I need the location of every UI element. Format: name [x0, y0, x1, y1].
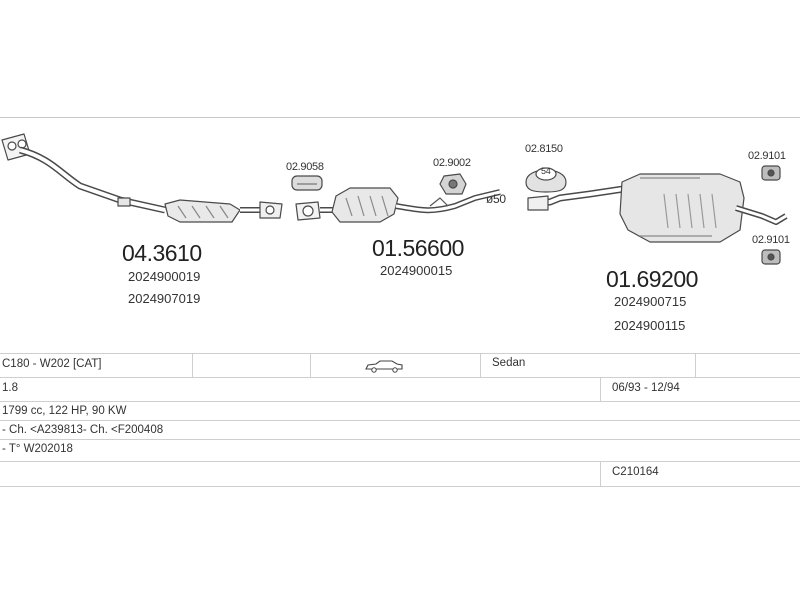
hanger-bottom-label: 02.9101 [752, 234, 790, 246]
table-divider [310, 353, 311, 377]
clamp-3-size: 54 [541, 166, 551, 176]
clamp-2-label: 02.9002 [433, 157, 471, 169]
mid-part-number[interactable]: 01.56600 [372, 235, 464, 261]
engine-size: 1.8 [2, 382, 18, 394]
type-code: - T° W202018 [2, 443, 73, 455]
clamp-part-3[interactable] [525, 167, 567, 193]
rear-part-number[interactable]: 01.69200 [606, 266, 698, 292]
front-oem-2: 2024907019 [128, 291, 201, 306]
rear-silencer-part[interactable] [619, 173, 788, 243]
clamp-3-label: 02.8150 [525, 143, 563, 155]
hanger-part-bottom[interactable] [761, 249, 781, 265]
diameter-label: ø50 [486, 192, 506, 206]
table-bottom-line [0, 486, 800, 487]
exhaust-diagram [1, 133, 788, 265]
body-type: Sedan [492, 357, 526, 369]
vehicle-model: C180 - W202 [CAT] [2, 358, 102, 370]
table-top-line [0, 353, 800, 354]
mid-silencer-part[interactable] [295, 187, 501, 223]
date-range: 06/93 - 12/94 [612, 382, 680, 394]
engine-specs: 1799 cc, 122 HP, 90 KW [2, 405, 127, 417]
top-frame-line [0, 117, 800, 118]
table-row-line [0, 420, 800, 421]
table-divider [192, 353, 193, 377]
front-part-number[interactable]: 04.3610 [122, 240, 202, 266]
front-oem-1: 2024900019 [128, 269, 201, 284]
table-row-line [0, 461, 800, 462]
clamp-part-1[interactable] [291, 175, 323, 191]
sedan-car-icon [365, 360, 403, 373]
rear-oem-1: 2024900715 [614, 294, 687, 309]
table-row-line [0, 401, 800, 402]
table-row-line [0, 439, 800, 440]
rear-pipe-part[interactable] [527, 184, 631, 211]
clamp-1-label: 02.9058 [286, 161, 324, 173]
reference-code: C210164 [612, 466, 659, 478]
hanger-top-label: 02.9101 [748, 150, 786, 162]
table-divider [695, 353, 696, 377]
chassis-range: - Ch. <A239813- Ch. <F200408 [2, 424, 164, 436]
table-divider [600, 377, 601, 401]
rear-oem-2: 2024900115 [614, 318, 686, 333]
table-divider [480, 353, 481, 377]
clamp-part-2[interactable] [439, 173, 467, 195]
hanger-part-top[interactable] [761, 165, 781, 181]
table-row-line [0, 377, 800, 378]
front-pipe-part[interactable] [1, 133, 283, 223]
table-divider [600, 461, 601, 486]
mid-oem-1: 2024900015 [380, 263, 453, 278]
